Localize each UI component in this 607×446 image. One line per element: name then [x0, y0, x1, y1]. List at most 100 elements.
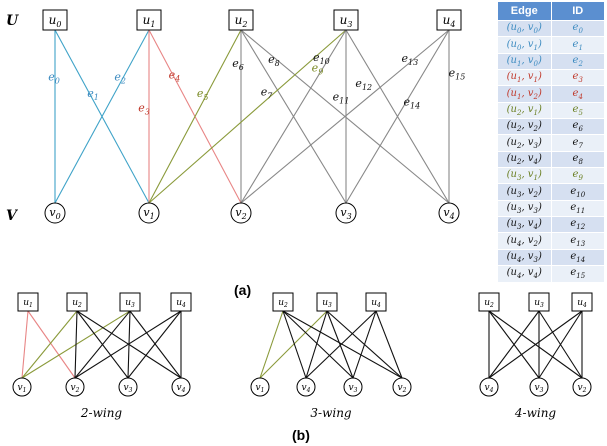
- edge-pair-cell: (u2, v2): [497, 118, 552, 136]
- edge-e9: [148, 29, 347, 204]
- edge-pair-cell: (u4, v3): [497, 248, 552, 267]
- edge-id-cell: e14: [550, 248, 605, 267]
- edge-pair-cell: (u1, v0): [497, 52, 552, 71]
- v-node-label: v0: [49, 206, 60, 221]
- edge-table-row: (u4, v2)e13: [497, 232, 605, 250]
- edge-pair-cell: (u1, v2): [497, 85, 552, 103]
- wing-u-node-label: u2: [484, 298, 494, 309]
- edge-table-row: (u2, v1)e5: [497, 101, 605, 120]
- wing-edge: [488, 310, 540, 379]
- wing-v-node-label: v1: [256, 383, 265, 394]
- edge-table-row: (u1, v0)e2: [497, 52, 605, 71]
- edge-table-row: (u3, v3)e11: [497, 199, 605, 218]
- wing-edge: [282, 310, 354, 379]
- edge-id-cell: e4: [550, 85, 605, 103]
- edge-id-cell: e8: [550, 150, 605, 169]
- u-node-box: [136, 9, 162, 31]
- wing-v-node-circle: [392, 377, 412, 397]
- wing-v-node-v3: v3: [529, 377, 549, 397]
- edge-label-e1: e1: [87, 87, 99, 102]
- wing-v-node-v3: v3: [118, 377, 138, 397]
- v-node-v2: v2: [230, 202, 252, 224]
- edge-pair-cell: (u2, v1): [497, 101, 552, 120]
- edge-id-table: Edge ID (u0, v0)e0(u0, v1)e1(u1, v0)e2(u…: [497, 1, 605, 283]
- wing-edge: [21, 310, 29, 379]
- v-node-v0: v0: [44, 202, 66, 224]
- edge-pair-cell: (u0, v1): [497, 36, 552, 54]
- wing-u-node-box: [119, 292, 141, 312]
- edge-id-cell: e2: [550, 52, 605, 71]
- wing-u-node-u4: u4: [170, 292, 192, 312]
- v-node-circle: [230, 202, 252, 224]
- u-node-u2: u2: [228, 9, 254, 31]
- edge-table-row: (u3, v1)e9: [497, 167, 605, 185]
- edge-table-row: (u1, v1)e3: [497, 69, 605, 87]
- wing-v-node-label: v4: [485, 383, 494, 394]
- caption-b: (b): [292, 427, 310, 443]
- wing-u-node-box: [528, 292, 550, 312]
- wing-u-node-u3: u3: [119, 292, 141, 312]
- u-node-label: u2: [235, 13, 248, 29]
- wing-v-node-label: v3: [349, 383, 358, 394]
- edge-table-row: (u3, v2)e10: [497, 183, 605, 201]
- wing-u-node-label: u3: [125, 298, 135, 309]
- wing-label-3-wing: 3-wing: [310, 406, 352, 420]
- wing-v-node-label: v3: [124, 383, 133, 394]
- set-v-label: V: [6, 208, 19, 224]
- edge-id-cell: e3: [550, 69, 605, 87]
- wing-v-node-v3: v3: [343, 377, 363, 397]
- v-node-label: v4: [443, 206, 454, 221]
- wing-v-node-v1: v1: [12, 377, 32, 397]
- wing-edge: [282, 310, 307, 379]
- wing-edge: [305, 310, 328, 379]
- edge-table-row: (u4, v3)e14: [497, 248, 605, 267]
- wing-v-node-label: v4: [177, 383, 186, 394]
- wing-label-4-wing: 4-wing: [514, 406, 557, 420]
- wing-u-node-box: [17, 292, 39, 312]
- set-u-label: U: [6, 13, 19, 29]
- edge-table-row: (u4, v4)e15: [497, 265, 605, 283]
- edge-id-cell: e0: [550, 19, 605, 38]
- edge-id-cell: e6: [550, 118, 605, 136]
- wing-v-node-circle: [65, 377, 85, 397]
- edge-table-row: (u2, v3)e7: [497, 134, 605, 152]
- wing-u-node-box: [272, 292, 294, 312]
- wing-u-node-label: u4: [176, 298, 186, 309]
- wing-u-node-label: u3: [322, 298, 332, 309]
- wing-edge: [488, 310, 583, 379]
- edge-pair-cell: (u4, v2): [497, 232, 552, 250]
- wing-v-node-v2: v2: [65, 377, 85, 397]
- wing-edge: [21, 310, 78, 379]
- edge-e14: [345, 29, 450, 204]
- wing-u-node-u4: u4: [365, 292, 387, 312]
- wing-u-node-box: [316, 292, 338, 312]
- edge-table-row: (u1, v2)e4: [497, 85, 605, 103]
- edge-pair-cell: (u2, v4): [497, 150, 552, 169]
- wing-edge: [127, 310, 182, 379]
- wing-v-node-circle: [479, 377, 499, 397]
- wing-v-node-v2: v2: [572, 377, 592, 397]
- edge-pair-cell: (u3, v1): [497, 167, 552, 185]
- v-node-circle: [335, 202, 357, 224]
- edge-table-row: (u2, v4)e8: [497, 150, 605, 169]
- wing-v-node-label: v2: [398, 383, 407, 394]
- u-node-box: [333, 9, 359, 31]
- edge-table-row: (u0, v0)e0: [497, 19, 605, 38]
- wing-u-node-u3: u3: [528, 292, 550, 312]
- edge-label-e10: e10: [313, 51, 330, 66]
- wing-u-node-label: u4: [371, 298, 381, 309]
- wing-u-node-label: u3: [534, 298, 544, 309]
- edge-label-e11: e11: [333, 90, 350, 105]
- edge-pair-cell: (u3, v4): [497, 216, 552, 234]
- wing-u-node-box: [66, 292, 88, 312]
- edge-id-cell: e11: [550, 199, 605, 218]
- v-node-label: v3: [340, 206, 351, 221]
- u-node-label: u3: [340, 13, 353, 29]
- edge-label-e12: e12: [355, 77, 372, 92]
- wing-v-node-v4: v4: [171, 377, 191, 397]
- edge-pair-cell: (u1, v1): [497, 69, 552, 87]
- edge-pair-cell: (u3, v2): [497, 183, 552, 201]
